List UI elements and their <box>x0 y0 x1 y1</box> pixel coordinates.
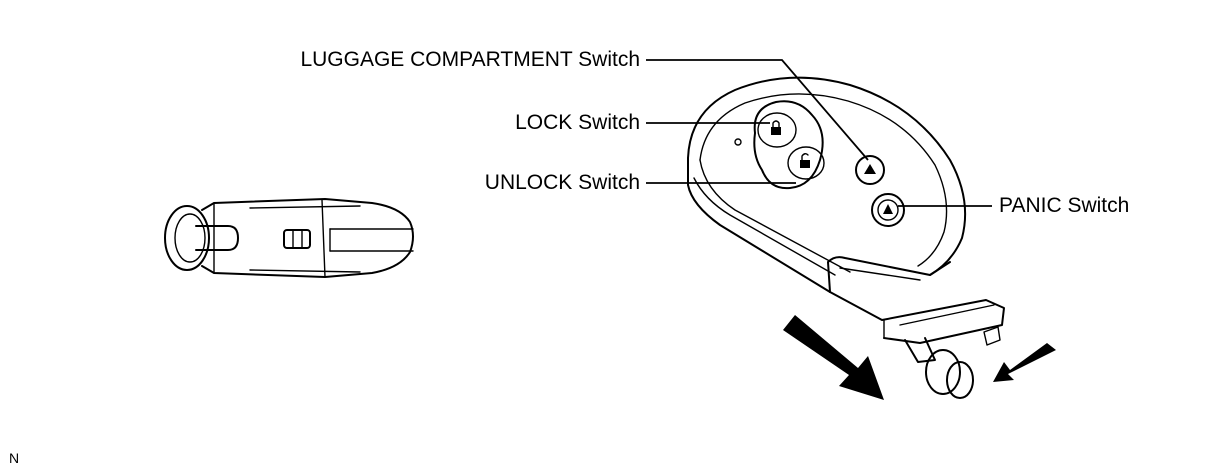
luggage-compartment-switch-label: LUGGAGE COMPARTMENT Switch <box>300 48 640 71</box>
luggage-leader-line <box>646 59 869 161</box>
key-fob-side-view-icon <box>164 198 414 278</box>
key-fob-perspective-view-icon <box>687 76 1005 399</box>
lock-switch-label: LOCK Switch <box>515 111 640 134</box>
small-direction-arrow-icon <box>993 343 1056 382</box>
leader-lines <box>646 59 992 207</box>
panic-switch-label: PANIC Switch <box>999 194 1130 217</box>
pull-direction-arrow-icon <box>783 315 884 400</box>
unlock-switch-label: UNLOCK Switch <box>484 171 640 194</box>
figure-code: N <box>9 450 20 466</box>
